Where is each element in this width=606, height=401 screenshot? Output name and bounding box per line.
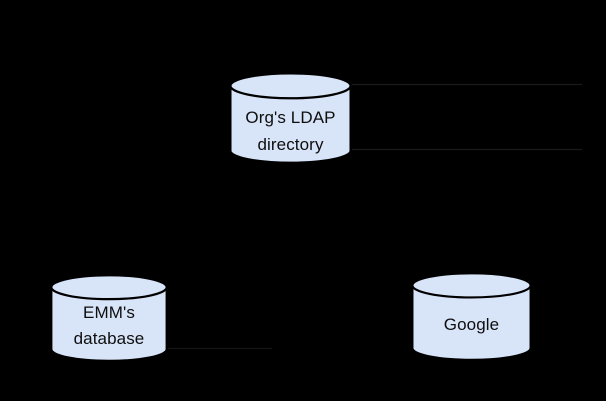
cylinder-top-ellipse xyxy=(50,274,168,301)
node-google: Google xyxy=(411,272,532,361)
cylinder-body xyxy=(229,85,352,164)
node-label-line: database xyxy=(73,329,145,348)
node-label: Org's LDAP directory xyxy=(229,104,352,158)
cylinder-body xyxy=(50,287,168,362)
node-label-line: directory xyxy=(257,135,324,154)
node-label-line: Google xyxy=(443,315,500,334)
cylinder-shape xyxy=(411,272,532,361)
node-label-line: Org's LDAP xyxy=(245,108,336,127)
cylinder-shape xyxy=(229,72,352,164)
node-orgs-ldap-directory: Org's LDAP directory xyxy=(229,72,352,164)
node-label: Google xyxy=(411,312,532,338)
cylinder-shape xyxy=(50,274,168,362)
node-emms-database: EMM's database xyxy=(50,274,168,362)
node-label: EMM's database xyxy=(50,300,168,352)
cylinder-top-ellipse xyxy=(229,72,352,100)
node-label-line: EMM's xyxy=(83,303,135,322)
cylinder-top-ellipse xyxy=(411,272,532,299)
cylinder-body xyxy=(411,285,532,361)
